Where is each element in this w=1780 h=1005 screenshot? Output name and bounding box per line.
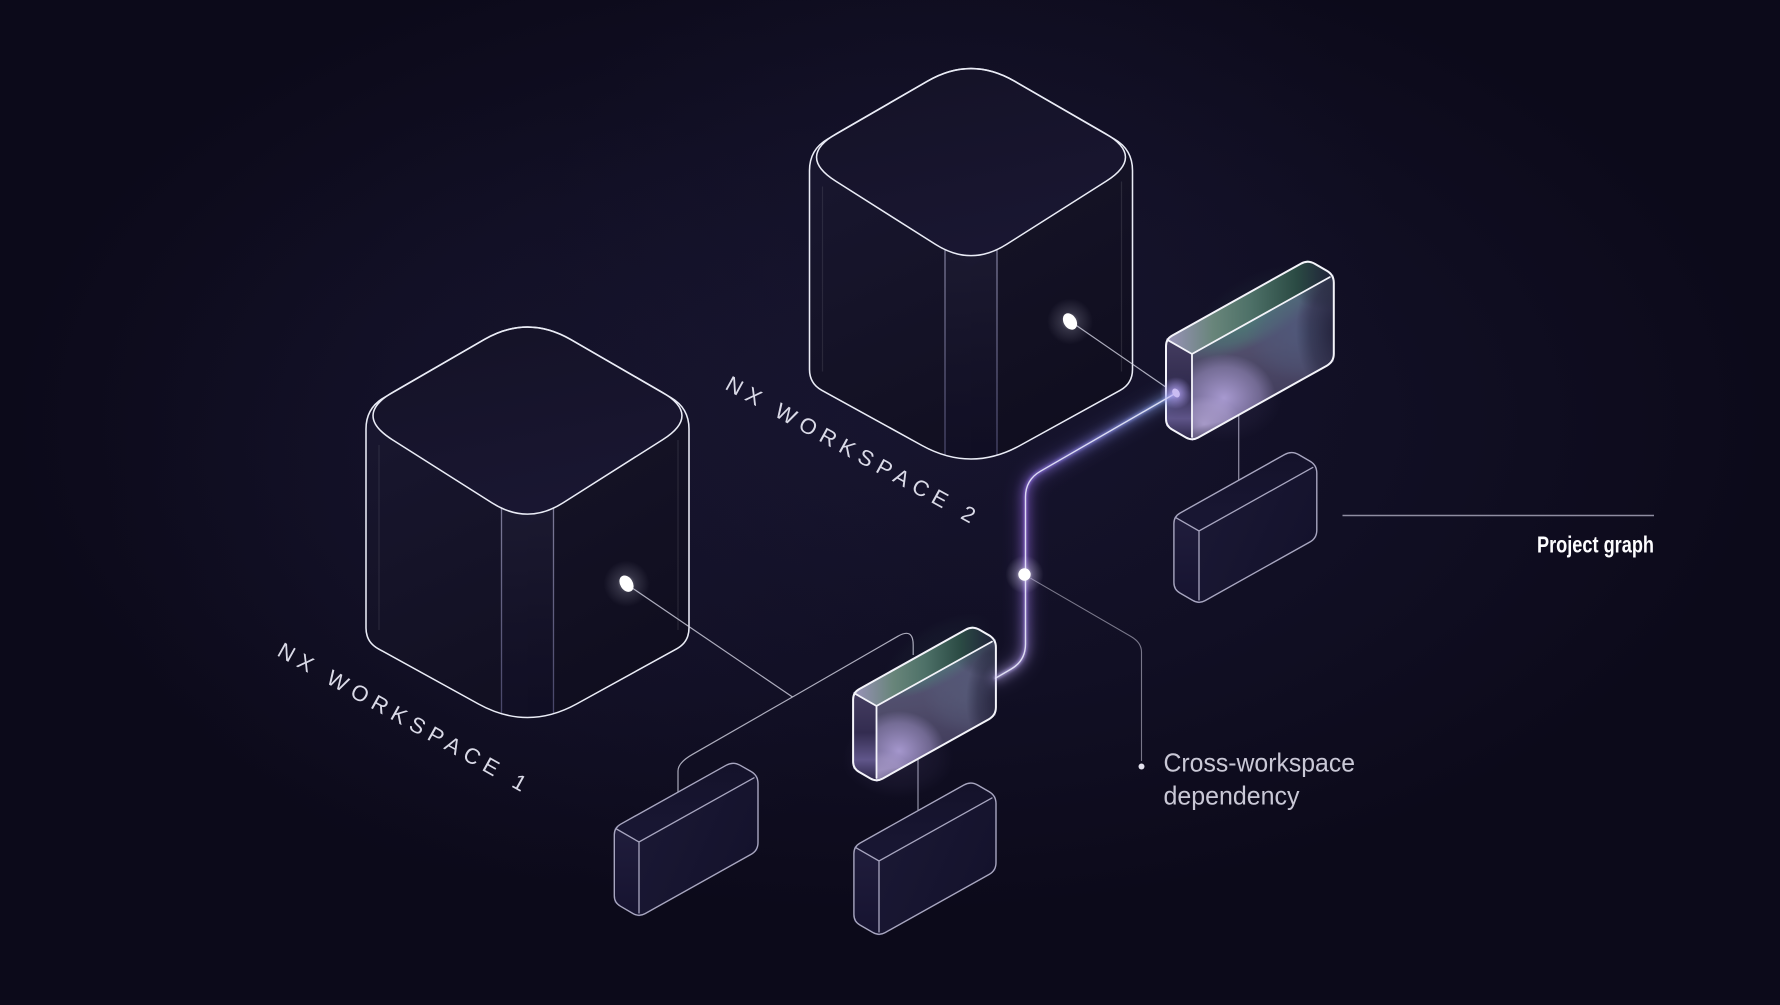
svg-text:Cross-workspace: Cross-workspace xyxy=(1164,748,1356,778)
svg-text:Project graph: Project graph xyxy=(1537,532,1654,558)
svg-text:dependency: dependency xyxy=(1164,781,1300,811)
